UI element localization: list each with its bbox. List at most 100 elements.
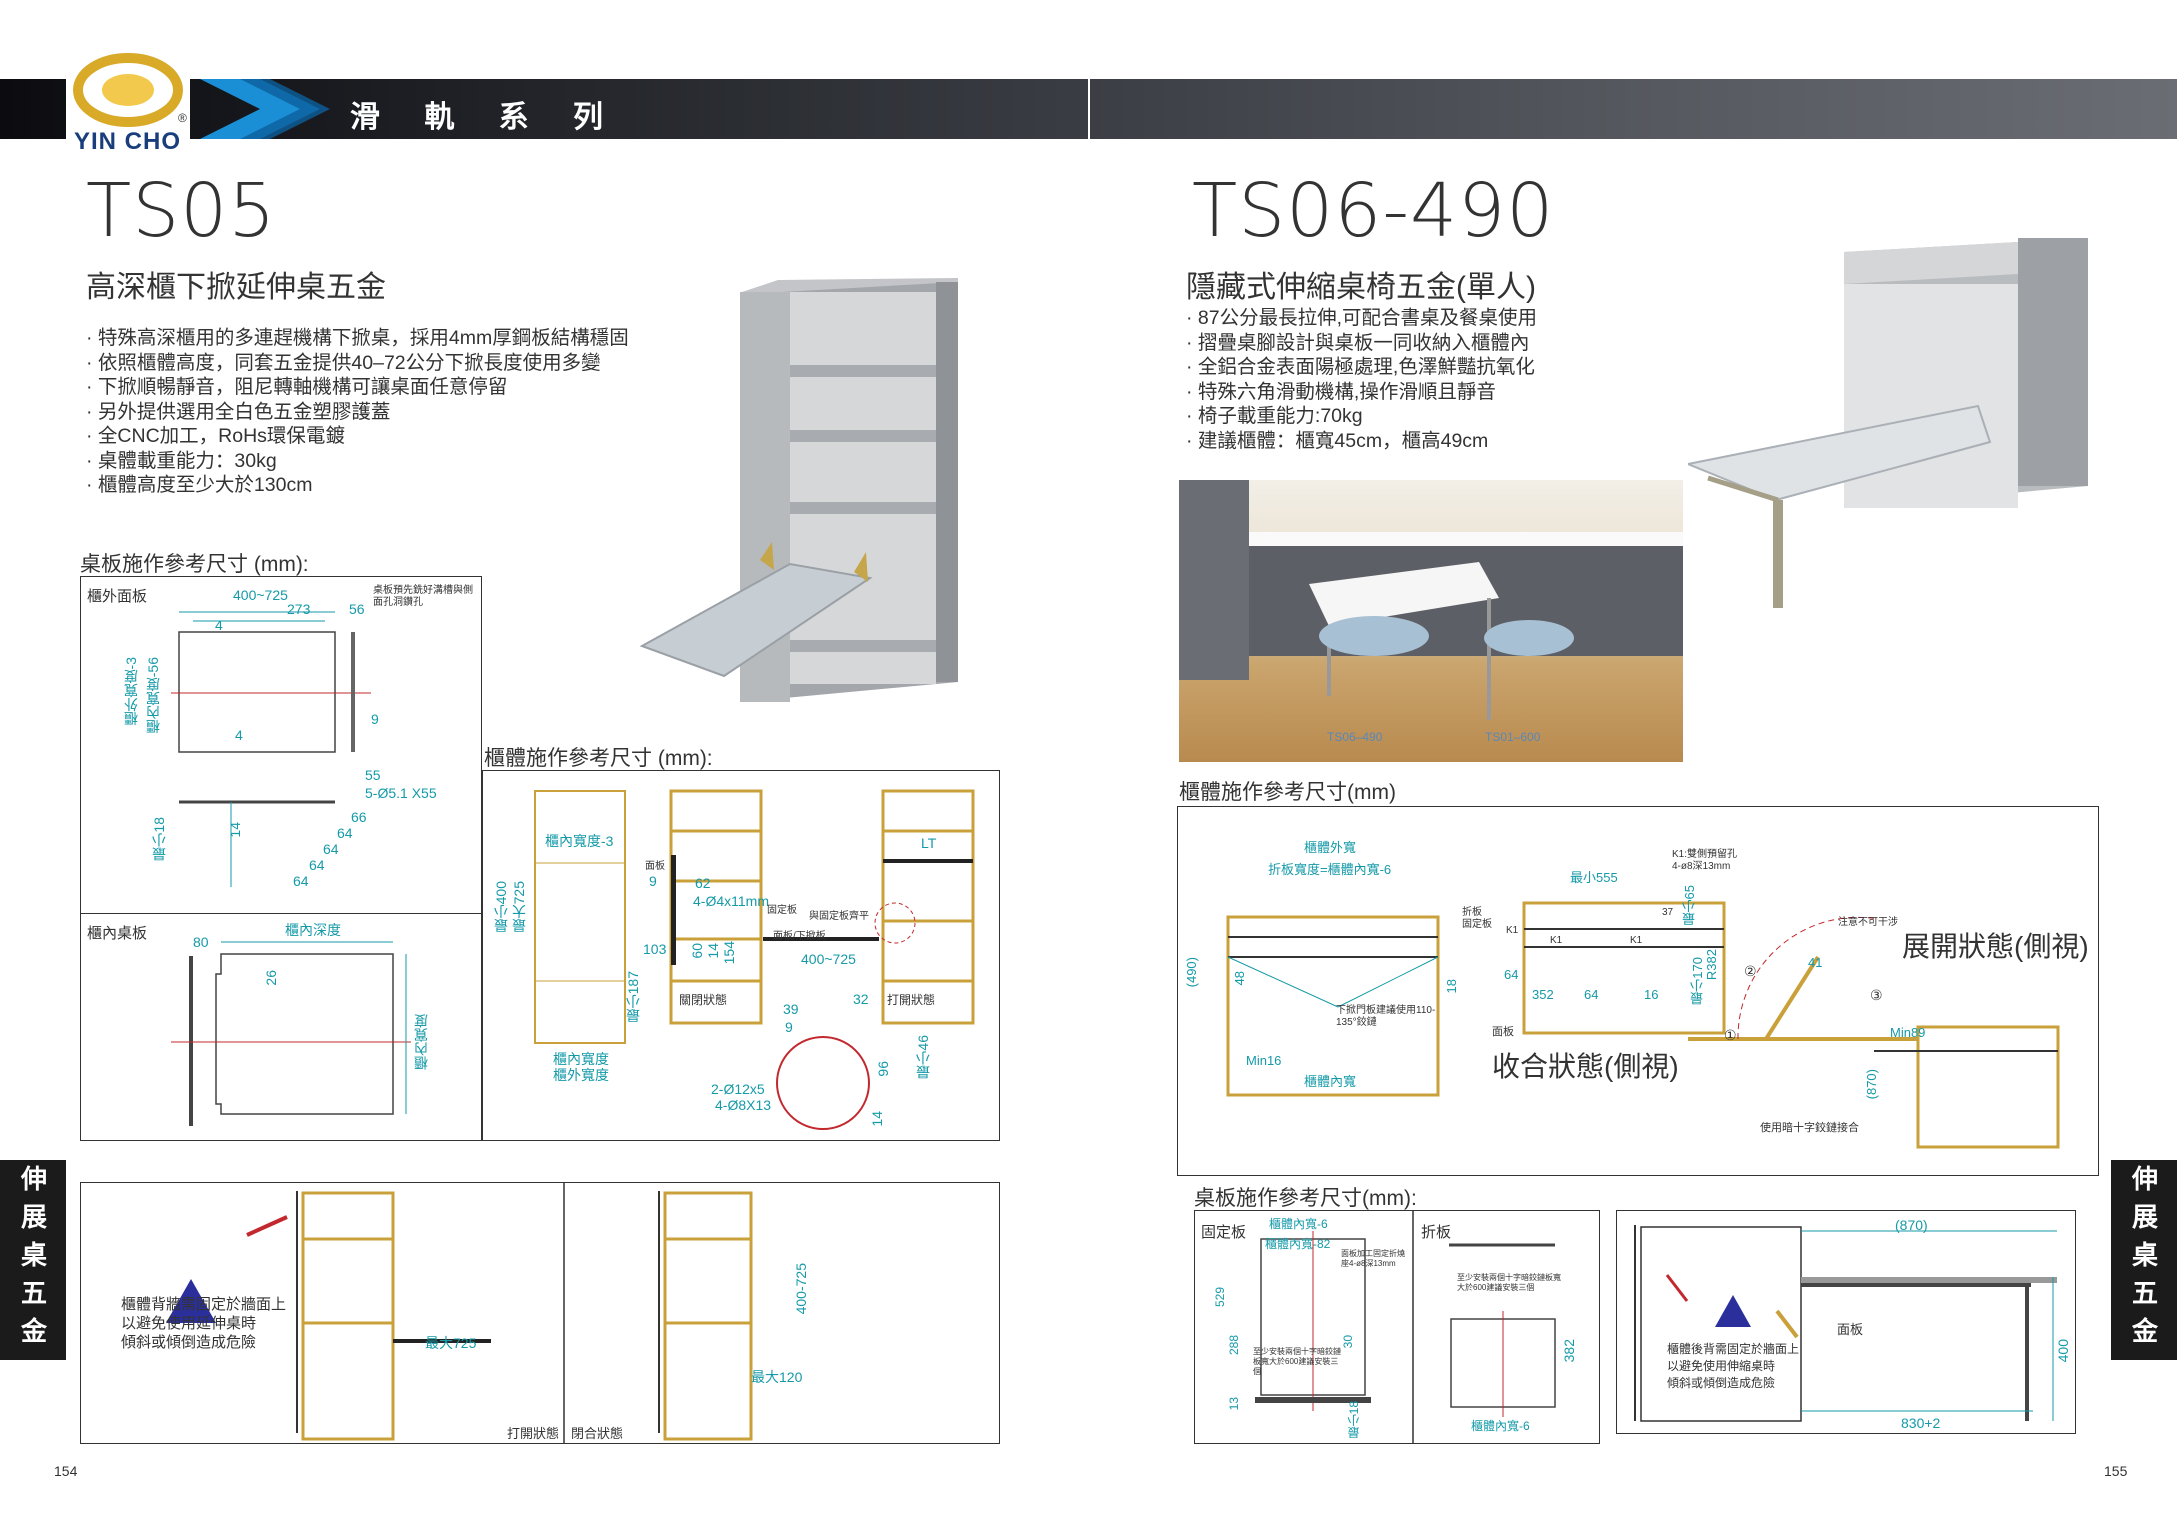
board-drawings: 固定板 櫃體內寬-6 櫃體內寬-82 529 288 30 13 最小18 面板…	[1194, 1210, 1600, 1444]
note: 面板加工固定折燒座4-ø8深13mm	[1341, 1249, 1405, 1268]
dim: (870)	[1864, 1069, 1879, 1100]
feature-item: 下掀順暢靜音，阻尼轉軸機構可讓桌面任意停留	[86, 375, 686, 400]
dim: 5-Ø5.1 X55	[365, 785, 437, 801]
dim: 382	[1561, 1339, 1577, 1363]
dim: 273	[287, 601, 311, 617]
dim: 4	[235, 727, 243, 743]
dim: 櫃體內寬-6	[1269, 1217, 1328, 1231]
closed-state-label: 閉合狀態	[571, 1426, 624, 1441]
cabinet-section-title: 櫃體施作參考尺寸 (mm):	[484, 747, 713, 770]
chevron-graphic	[200, 79, 330, 139]
note: 下掀門板建議使用110-135°鉸鏈	[1336, 1005, 1436, 1028]
note: K1	[1550, 935, 1563, 946]
dim: 最小18	[151, 817, 167, 861]
dim: 櫃內寬度-56	[145, 657, 161, 734]
dim: 櫃內深度	[285, 922, 341, 938]
logo-icon: ®	[73, 53, 187, 127]
cabinet-label: 面板	[645, 861, 665, 872]
dim: 529	[1213, 1287, 1227, 1308]
dim: 64	[293, 873, 309, 889]
dim: 64	[309, 857, 325, 873]
dim: 66	[351, 809, 367, 825]
dim: 64	[337, 825, 353, 841]
dim: 4-Ø4x11mm	[693, 893, 769, 909]
note: 使用暗十字鉸鏈接合	[1760, 1122, 1859, 1134]
note: 注意不可干涉	[1838, 917, 1898, 928]
right-subtitle: 隱藏式伸縮桌椅五金(單人)	[1186, 271, 1536, 304]
header-bar-right	[1090, 79, 2177, 139]
dim: 4-Ø8X13	[715, 1097, 772, 1113]
dim: 最小18	[1347, 1401, 1361, 1439]
desk-section-title: 桌板施作參考尺寸 (mm):	[80, 553, 309, 576]
right-warning-svg	[1634, 1225, 2057, 1422]
outer-panel-drawing: 櫃外面板 400~725 273 56 4 4 9 55 5-Ø5.1 X55 …	[80, 576, 482, 915]
dim: 13	[1227, 1397, 1241, 1411]
dim: 30	[1341, 1335, 1355, 1349]
closed-state-title: 收合狀態(側視)	[1492, 1051, 1679, 1082]
kitchen-photo-svg	[1179, 480, 1683, 720]
feature-item: 桌體載重能力：30kg	[86, 449, 686, 474]
dim: 16	[1644, 987, 1659, 1002]
note: 折板	[1462, 907, 1482, 918]
dim: 400~725	[233, 587, 288, 603]
dim: 最大725	[425, 1335, 477, 1351]
photo-label: TS01–600	[1485, 730, 1541, 744]
left-warning-drawing: 櫃體背牆需固定於牆面上 以避免使用延伸桌時 傾斜或傾倒造成危險 最大725 最大…	[80, 1182, 1000, 1444]
dim: 400-725	[793, 1263, 809, 1315]
dim: 櫃外寬度-3	[123, 657, 139, 726]
feature-item: 特殊六角滑動機構,操作滑順且靜音	[1186, 380, 1706, 405]
dim: 櫃體內寬-6	[1471, 1419, 1530, 1433]
ts06-cabinet-illustration	[1688, 238, 2088, 608]
cabinet-label: 固定板	[767, 905, 797, 916]
fixed-board-label: 固定板	[1201, 1224, 1247, 1241]
note: 37	[1662, 907, 1674, 918]
photo-label: TS06–490	[1327, 730, 1383, 744]
page-number-right: 155	[2104, 1463, 2128, 1479]
feature-item: 椅子載重能力:70kg	[1186, 404, 1706, 429]
dim: 60	[689, 943, 705, 959]
note: 面板	[1492, 1026, 1514, 1038]
right-cabinet-svg	[1226, 901, 2060, 1149]
dim: 26	[263, 970, 279, 986]
note: 至少安裝兩個十字暗鉸鏈板寬大於600建議安裝三個	[1457, 1273, 1561, 1292]
brand-name: YIN CHO	[74, 128, 182, 155]
feature-item: 87公分最長拉伸,可配合書桌及餐桌使用	[1186, 306, 1706, 331]
cabinet-label: 關閉狀態	[679, 993, 728, 1007]
cabinet-label: 面板/下掀板	[773, 931, 826, 942]
dim: 櫃體外寬	[1304, 840, 1357, 855]
dim: 64	[1504, 967, 1519, 982]
dim: 400	[2055, 1339, 2071, 1363]
dim: 2-Ø12x5	[711, 1081, 765, 1097]
cabinet-drawing: 櫃內寬度-3 最小400 最大725 最小187 103 櫃內寬度 櫃外寬度 9…	[482, 770, 1000, 1141]
fold-board-label: 折板	[1421, 1224, 1452, 1241]
inner-desk-svg	[171, 941, 411, 1126]
dim: 最大725	[511, 881, 527, 933]
dim: 400~725	[801, 951, 856, 967]
dim: 4	[215, 617, 223, 633]
outer-panel-svg	[171, 611, 371, 887]
dim: 288	[1227, 1335, 1241, 1356]
right-warning-text: 櫃體後背需固定於牆面上 以避免使用伸縮桌時 傾斜或傾倒造成危險	[1667, 1342, 1800, 1390]
dim: 62	[695, 875, 711, 891]
feature-item: 摺疊桌腳設計與桌板一同收納入櫃體內	[1186, 331, 1706, 356]
side-tab-right: 伸展桌五金	[2111, 1160, 2177, 1360]
note: 4-ø8深13mm	[1672, 861, 1731, 872]
dim: 32	[853, 991, 869, 1007]
dim: 櫃體內寬	[1304, 1074, 1357, 1089]
dim: 櫃內寬度-3	[545, 833, 614, 849]
page-number-left: 154	[54, 1463, 78, 1479]
dim: 14	[227, 822, 243, 838]
dim: 96	[875, 1061, 891, 1077]
dim: 55	[365, 767, 381, 783]
feature-item: 另外提供選用全白色五金塑膠護蓋	[86, 400, 686, 425]
inner-desk-drawing: 櫃內桌板 80 櫃內深度 26 櫃內寬度	[80, 913, 482, 1141]
note: K1	[1630, 935, 1643, 946]
dim: 折板寬度=櫃體內寬-6	[1268, 862, 1392, 877]
dim: 最小46	[915, 1035, 931, 1079]
dim: 櫃內寬度	[553, 1051, 609, 1067]
note: K1	[1506, 925, 1519, 936]
feature-item: 全鋁合金表面陽極處理,色澤鮮豔抗氧化	[1186, 355, 1706, 380]
dim: 14	[869, 1111, 885, 1127]
dim: 14	[705, 943, 721, 959]
dim: 櫃體內寬-82	[1265, 1237, 1331, 1251]
